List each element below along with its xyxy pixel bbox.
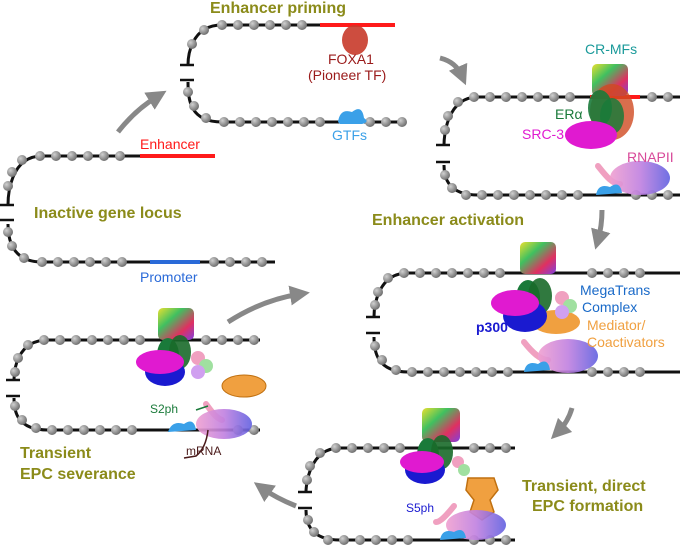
src3-shape — [565, 121, 617, 149]
arrow-cycle-back — [226, 285, 310, 325]
arrow-to-priming — [116, 90, 167, 134]
src3-label: SRC-3 — [522, 126, 565, 142]
nucleosome-beads — [183, 20, 407, 127]
stage-severance-line2: EPC severance — [20, 466, 136, 483]
mrna-strand — [183, 429, 209, 459]
s2ph-label: S2ph — [150, 402, 179, 416]
recruitment-locus — [436, 64, 680, 200]
nucleosome-beads — [3, 151, 267, 267]
arrow-to-recruitment — [439, 55, 468, 86]
era-label: ERα — [555, 106, 583, 122]
megatrans-line1: MegaTrans — [580, 282, 651, 298]
direct-epc-locus — [298, 408, 515, 545]
inactive-locus — [0, 151, 275, 267]
cr-mfs-label: CR-MFs — [585, 41, 638, 57]
promoter-label: Promoter — [140, 269, 198, 285]
pioneer-tf-label: (Pioneer TF) — [308, 67, 387, 83]
foxa1-label: FOXA1 — [328, 51, 374, 67]
process-arrows — [116, 55, 611, 509]
gtfs-shape — [338, 109, 367, 124]
p300-label: p300 — [476, 319, 508, 335]
stage-direct-line2: EPC formation — [532, 498, 644, 515]
rnapii-label: RNAPII — [627, 149, 674, 165]
arrow-to-direct-epc — [550, 407, 575, 440]
priming-locus — [180, 20, 407, 127]
activation-locus — [366, 242, 680, 377]
megatrans-line2: Complex — [582, 299, 638, 315]
mrna-label: mRNA — [186, 444, 222, 458]
s5ph-label: S5ph — [406, 501, 435, 515]
stage-inactive-label: Inactive gene locus — [34, 205, 182, 222]
stage-severance-line1: Transient — [20, 445, 92, 462]
stage-priming-label: Enhancer priming — [210, 0, 347, 17]
rnapii-shape — [610, 161, 670, 195]
gtfs-label: GTFs — [332, 127, 367, 143]
mediator-line2: Coactivators — [587, 334, 665, 350]
arrow-to-activation — [591, 209, 611, 250]
nucleosome-beads — [440, 92, 673, 200]
nucleosome-beads — [370, 268, 645, 377]
foxa1-shape — [342, 25, 368, 55]
enhancer-label: Enhancer — [140, 136, 200, 152]
severance-locus — [6, 308, 267, 459]
stage-activation-label: Enhancer activation — [372, 212, 525, 229]
stage-direct-line1: Transient, direct — [522, 478, 646, 495]
mediator-line1: Mediator/ — [587, 317, 646, 333]
arrow-to-severance — [253, 482, 297, 509]
